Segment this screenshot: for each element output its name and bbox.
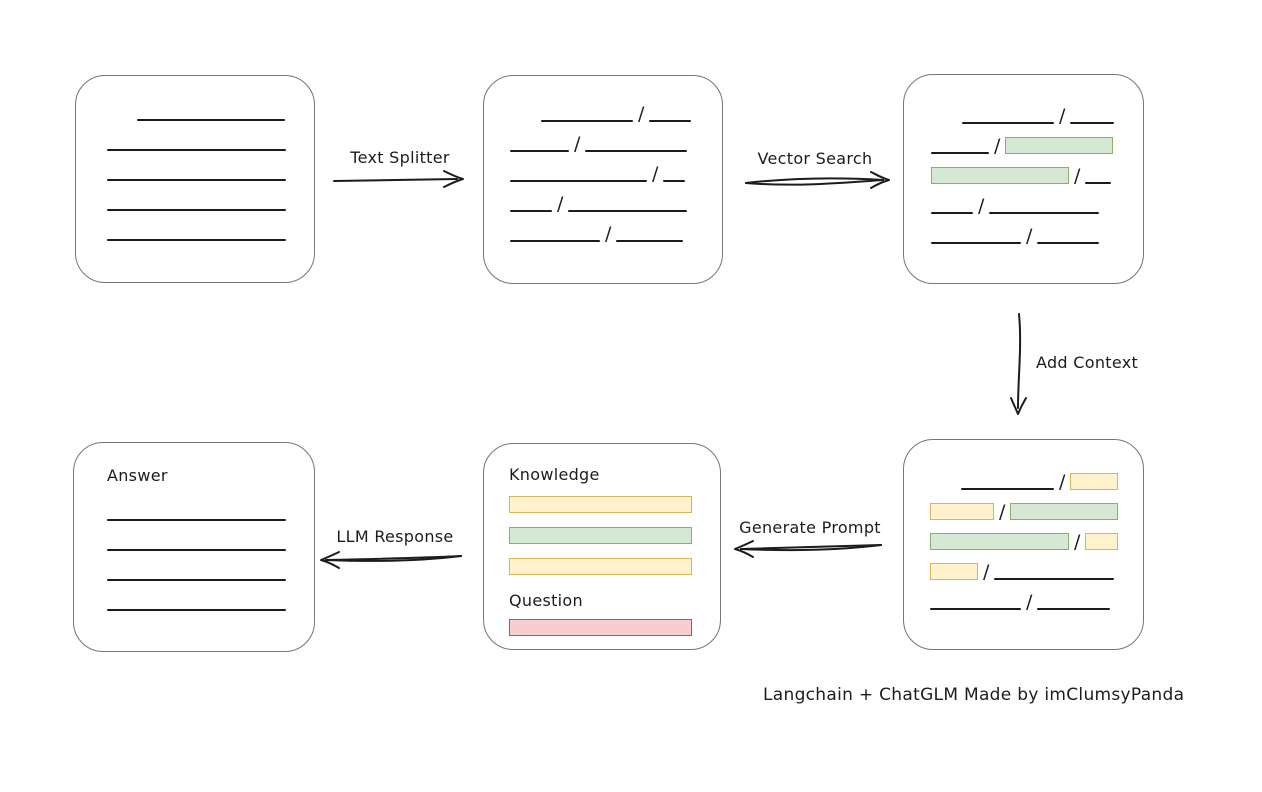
yellow-highlight-bar [930, 563, 978, 580]
vector-search-label: Vector Search [757, 149, 873, 168]
yellow-highlight-bar [1070, 473, 1119, 490]
chunk-row: / [930, 501, 1143, 523]
add-context-label: Add Context [1036, 353, 1139, 372]
green-bar [509, 527, 692, 544]
text-line [510, 240, 600, 242]
slash-separator-icon: / [1074, 165, 1081, 187]
llm-response-arrow [320, 551, 462, 569]
text-line [931, 242, 1021, 244]
text-line [961, 488, 1054, 490]
answer-lines [107, 519, 314, 611]
yellow-highlight-bar [1085, 533, 1119, 550]
text-line [510, 150, 569, 152]
chunk-row: / [510, 223, 722, 245]
slash-separator-icon: / [574, 133, 581, 155]
text-line [663, 180, 686, 182]
text-line [931, 212, 973, 214]
text-line [994, 578, 1115, 580]
chunk-row: / [931, 165, 1143, 187]
text-line [568, 210, 688, 212]
chunk-row: / [931, 225, 1143, 247]
chunk-row: / [541, 103, 722, 125]
chunk-row: / [510, 163, 722, 185]
yellow-bar [509, 558, 692, 575]
question-label: Question [509, 591, 583, 610]
text-line [137, 119, 285, 121]
text-line [107, 239, 286, 241]
text-line [107, 549, 286, 551]
chunk-row: / [930, 561, 1143, 583]
text-line [616, 240, 684, 242]
chunk-row: / [962, 105, 1143, 127]
knowledge-label: Knowledge [509, 465, 600, 484]
slash-separator-icon: / [999, 501, 1006, 523]
text-line [1085, 182, 1112, 184]
text-splitter-label: Text Splitter [350, 148, 450, 167]
slash-separator-icon: / [994, 135, 1001, 157]
generate-prompt-label: Generate Prompt [739, 518, 881, 537]
slash-separator-icon: / [605, 223, 612, 245]
green-highlight-bar [1010, 503, 1119, 520]
text-line [649, 120, 692, 122]
chunk-row: / [930, 591, 1143, 613]
answer-box: Answer [73, 442, 315, 652]
text-line [510, 210, 552, 212]
text-line [541, 120, 633, 122]
document-box [75, 75, 315, 283]
add-context-arrow [1010, 313, 1027, 415]
split-chunks-box: / / / / / [483, 75, 723, 284]
slash-separator-icon: / [638, 103, 645, 125]
question-bars [509, 619, 720, 636]
text-line [510, 180, 647, 182]
text-line [107, 519, 286, 521]
text-line [107, 609, 286, 611]
vector-search-arrow [745, 171, 890, 189]
text-line [962, 122, 1054, 124]
slash-separator-icon: / [978, 195, 985, 217]
text-line [107, 579, 286, 581]
green-highlight-bar [1005, 137, 1114, 154]
text-line [1070, 122, 1115, 124]
diagram-caption: Langchain + ChatGLM Made by imClumsyPand… [763, 685, 1185, 705]
context-chunks-box: / / / / / [903, 439, 1144, 650]
green-highlight-bar [931, 167, 1069, 184]
text-splitter-arrow [333, 170, 464, 188]
slash-separator-icon: / [652, 163, 659, 185]
prompt-box: Knowledge Question [483, 443, 721, 650]
retrieved-chunks-box: / / / / / [903, 74, 1144, 284]
text-line [107, 179, 286, 181]
slash-separator-icon: / [1059, 471, 1066, 493]
yellow-highlight-bar [930, 503, 994, 520]
knowledge-bars [509, 496, 720, 575]
chunk-row: / [931, 195, 1143, 217]
answer-label: Answer [107, 466, 168, 485]
text-line [931, 152, 989, 154]
slash-separator-icon: / [1074, 531, 1081, 553]
llm-response-label: LLM Response [336, 527, 454, 546]
slash-separator-icon: / [983, 561, 990, 583]
chunk-row: / [510, 133, 722, 155]
chunk-row: / [961, 471, 1143, 493]
red-bar [509, 619, 692, 636]
slash-separator-icon: / [1026, 225, 1033, 247]
text-line [585, 150, 688, 152]
slash-separator-icon: / [1059, 105, 1066, 127]
chunk-row: / [930, 531, 1143, 553]
green-highlight-bar [930, 533, 1069, 550]
text-line [107, 149, 286, 151]
chunk-row: / [931, 135, 1143, 157]
yellow-bar [509, 496, 692, 513]
document-lines [107, 119, 314, 241]
slash-separator-icon: / [1026, 591, 1033, 613]
text-line [107, 209, 286, 211]
text-line [1037, 608, 1111, 610]
text-line [989, 212, 1100, 214]
chunk-row: / [510, 193, 722, 215]
text-line [1037, 242, 1100, 244]
text-line [930, 608, 1021, 610]
generate-prompt-arrow [734, 540, 882, 558]
slash-separator-icon: / [557, 193, 564, 215]
